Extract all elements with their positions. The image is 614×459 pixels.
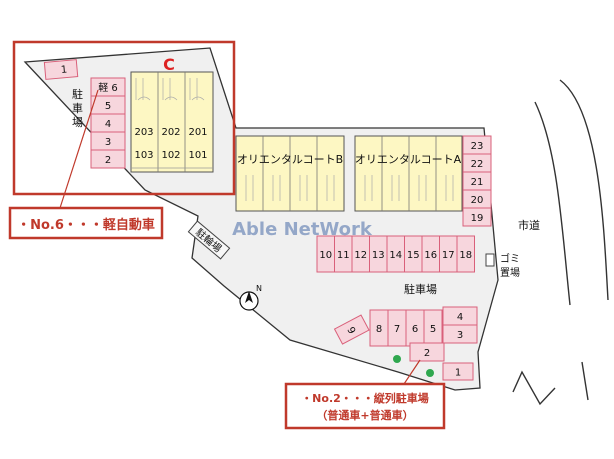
road-edge (581, 361, 589, 401)
garbage-label: ゴミ 置場 (500, 252, 523, 279)
parking-stall (462, 207, 492, 227)
stall-number: 1 (455, 368, 461, 379)
stall-number: 19 (471, 213, 484, 224)
compass-icon (239, 291, 259, 311)
building-b-name: オリエンタルコートB (237, 153, 343, 166)
callout-leader (59, 89, 99, 209)
stall-number: 6 (412, 324, 418, 335)
parking-label-main: 駐車場 (404, 282, 437, 296)
stall-number: 4 (105, 119, 111, 130)
stall-number: 15 (407, 250, 420, 261)
stall-number: 2 (105, 155, 111, 166)
room-label: 103 (134, 150, 153, 161)
stall-number: 10 (319, 250, 332, 261)
stall-number: 3 (105, 137, 111, 148)
stall-number: 軽 6 (98, 82, 118, 94)
stall-number: 5 (105, 101, 111, 112)
stall-number: 18 (459, 250, 472, 261)
stall-number: 7 (394, 324, 400, 335)
stall-number: 9 (344, 325, 357, 336)
room-label: 102 (161, 150, 180, 161)
stall-number: 13 (372, 250, 385, 261)
parking-stall (333, 314, 370, 345)
stall-number: 21 (471, 177, 484, 188)
stall-number: 5 (430, 324, 436, 335)
parking-stall (409, 342, 445, 362)
callout-tandem-box (284, 382, 446, 430)
building-a (354, 135, 463, 212)
room-label: 203 (134, 127, 153, 138)
tree-icon (393, 355, 401, 363)
watermark: Able NetWork (232, 219, 373, 240)
compass-north-label: N (256, 284, 262, 293)
stall-number: 1 (60, 64, 67, 76)
road-label: 市道 (518, 218, 540, 232)
stall-number: 2 (424, 348, 430, 359)
road-edge (534, 101, 571, 306)
building-c (130, 71, 214, 173)
stall-number: 14 (389, 250, 402, 261)
building-c-marker: C (163, 55, 175, 74)
building-a-name: オリエンタルコートA (355, 153, 462, 166)
parking-stall (43, 59, 79, 80)
highlight-building-c-area (12, 40, 236, 196)
stall-number: 17 (442, 250, 455, 261)
stall-number: 11 (337, 250, 350, 261)
callout-tandem-line2: （普通車+普通車） (316, 408, 413, 422)
room-label: 101 (188, 150, 207, 161)
parking-stall (442, 362, 474, 381)
stall-number: 22 (471, 159, 484, 170)
tree-icon (426, 369, 434, 377)
road-edge (512, 370, 556, 406)
stall-number: 4 (457, 312, 463, 323)
building-b (235, 135, 345, 212)
callout-kei-box (8, 206, 164, 240)
parking-stall (456, 235, 475, 273)
parking-stall (90, 149, 126, 169)
road-edge (559, 79, 609, 301)
callout-kei-text: ・No.6・・・軽自動車 (17, 217, 155, 233)
parking-label-left: 駐 車 場 (72, 87, 87, 129)
callout-leader (403, 359, 421, 385)
stall-number: 3 (457, 330, 463, 341)
garbage-area (485, 253, 495, 267)
room-label: 201 (188, 127, 207, 138)
stall-number: 23 (471, 141, 484, 152)
stall-number: 8 (376, 324, 382, 335)
room-label: 202 (161, 127, 180, 138)
parking-stall (442, 324, 478, 344)
stall-number: 12 (354, 250, 367, 261)
callout-tandem-line1: ・No.2・・・縦列駐車場 (301, 391, 429, 405)
stall-number: 20 (471, 195, 484, 206)
bicycle-parking (187, 220, 231, 260)
stall-number: 16 (424, 250, 437, 261)
